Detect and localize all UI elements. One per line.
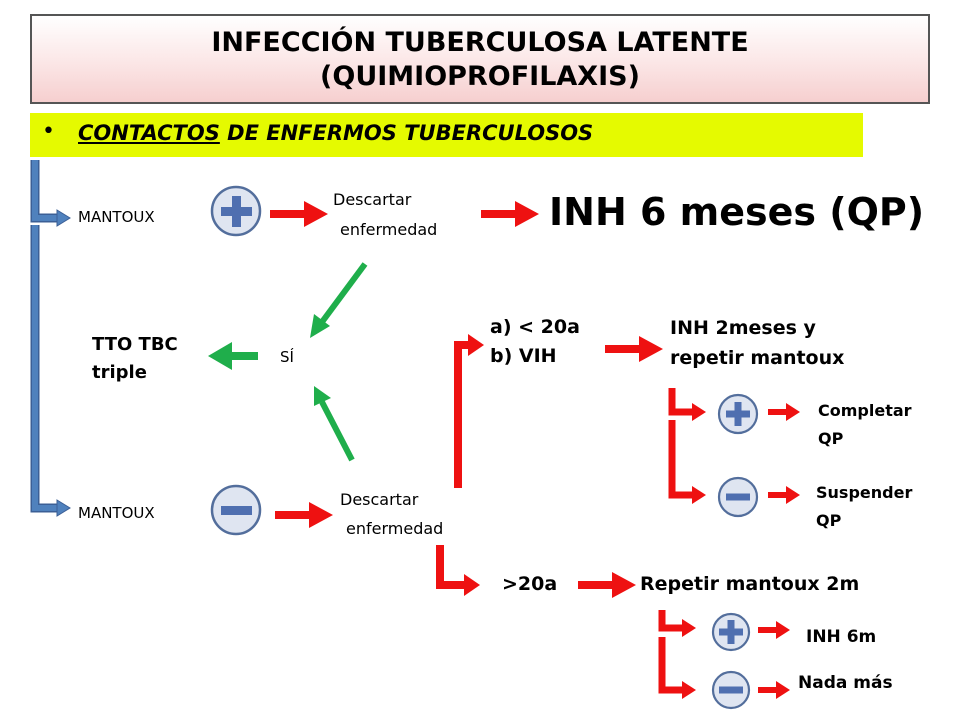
suspender-line1: Suspender bbox=[816, 483, 912, 502]
title-box: INFECCIÓN TUBERCULOSA LATENTE (QUIMIOPRO… bbox=[30, 14, 930, 104]
green-arrow-up bbox=[314, 386, 355, 462]
inh-2-meses-line2: repetir mantoux bbox=[670, 347, 844, 369]
arrow-to-descartar-top bbox=[270, 201, 328, 227]
descartar-top-line1: Descartar bbox=[333, 190, 412, 209]
descartar-bottom-line2: enfermedad bbox=[346, 519, 443, 538]
minus-icon bbox=[717, 476, 759, 518]
green-arrow-left bbox=[208, 342, 258, 370]
nada-mas-label: Nada más bbox=[798, 673, 893, 693]
blue-connector bbox=[30, 160, 71, 517]
plus-icon bbox=[717, 393, 759, 435]
title-line-1: INFECCIÓN TUBERCULOSA LATENTE bbox=[211, 27, 749, 58]
si-label: SÍ bbox=[280, 347, 294, 366]
banner-text: CONTACTOS DE ENFERMOS TUBERCULOSOS bbox=[78, 121, 593, 145]
inh-2-meses-line1: INH 2meses y bbox=[670, 317, 817, 339]
red-bracket-repetir bbox=[658, 610, 696, 699]
tto-tbc-line1: TTO TBC bbox=[92, 334, 178, 355]
repetir-mantoux-label: Repetir mantoux 2m bbox=[640, 573, 859, 595]
suspender-line2: QP bbox=[816, 511, 842, 530]
over-20-label: >20a bbox=[502, 573, 557, 595]
plus-icon bbox=[210, 185, 262, 237]
red-bracket-inh2 bbox=[668, 388, 706, 504]
banner-underlined: CONTACTOS bbox=[78, 121, 220, 145]
red-bracket-down bbox=[436, 545, 480, 596]
mantoux-positive-label: MANTOUX bbox=[78, 208, 155, 226]
arrow-to-descartar-bottom bbox=[275, 502, 333, 528]
inh-6m-label: INH 6m bbox=[806, 627, 876, 647]
mantoux-negative-label: MANTOUX bbox=[78, 504, 155, 522]
arrow-to-completar bbox=[768, 403, 800, 421]
descartar-bottom-line1: Descartar bbox=[340, 490, 419, 509]
minus-icon bbox=[210, 484, 262, 536]
completar-line2: QP bbox=[818, 429, 844, 448]
red-bracket-up bbox=[454, 334, 484, 488]
inh-6-meses-label: INH 6 meses (QP) bbox=[549, 190, 924, 234]
bullet-icon: • bbox=[42, 119, 55, 144]
arrow-to-inh-6m bbox=[758, 621, 790, 639]
arrow-to-inh-6 bbox=[481, 201, 539, 227]
arrow-to-inh-2 bbox=[605, 336, 663, 362]
arrow-to-repetir bbox=[578, 572, 636, 598]
green-arrow-down bbox=[310, 262, 368, 338]
tto-tbc-line2: triple bbox=[92, 362, 147, 383]
completar-line1: Completar bbox=[818, 401, 912, 420]
descartar-top-line2: enfermedad bbox=[340, 220, 437, 239]
condition-a: a) < 20a bbox=[490, 316, 580, 338]
minus-icon bbox=[711, 670, 751, 710]
contacts-banner: • CONTACTOS DE ENFERMOS TUBERCULOSOS bbox=[30, 113, 863, 157]
banner-rest: DE ENFERMOS TUBERCULOSOS bbox=[219, 121, 594, 145]
plus-icon bbox=[711, 612, 751, 652]
arrow-to-nada-mas bbox=[758, 681, 790, 699]
condition-b: b) VIH bbox=[490, 345, 557, 367]
arrow-to-suspender bbox=[768, 486, 800, 504]
title-line-2: (QUIMIOPROFILAXIS) bbox=[320, 61, 640, 92]
